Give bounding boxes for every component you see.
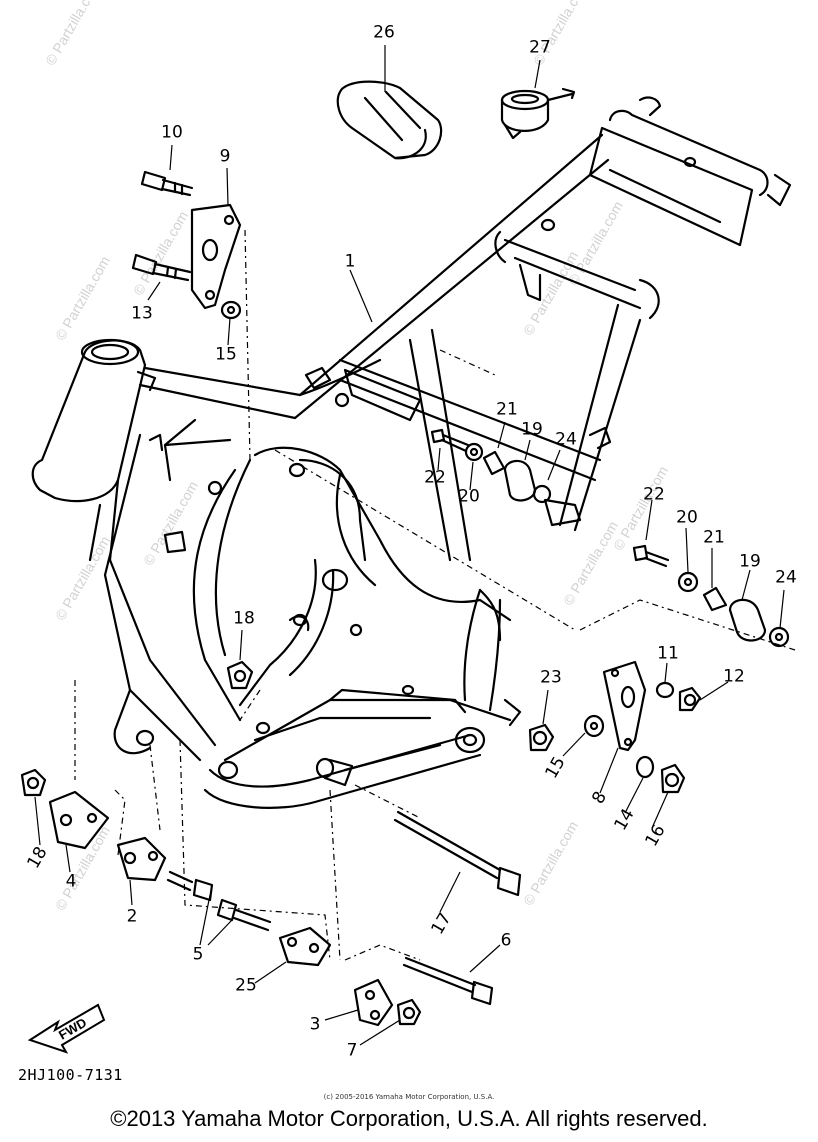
callout-18: 18: [233, 608, 255, 629]
callout-22: 22: [643, 484, 665, 505]
nut-part: [396, 998, 422, 1026]
long-bolt-part: [393, 810, 522, 897]
washer-part: [583, 714, 605, 738]
bolt-part: [131, 253, 192, 282]
callout-19: 19: [521, 419, 543, 440]
callout-6: 6: [500, 930, 512, 951]
callout-25: 25: [235, 975, 257, 996]
callout-10: 10: [161, 122, 183, 143]
washer-part: [220, 300, 242, 320]
callout-19: 19: [739, 551, 761, 572]
nut-part: [226, 660, 254, 690]
small-bracket-part: [353, 978, 394, 1027]
engine-plate-part: [48, 790, 110, 850]
engine-plate-part: [278, 926, 332, 967]
nut-part: [678, 686, 702, 712]
callout-24: 24: [555, 429, 577, 450]
forward-direction-arrow: [27, 1003, 106, 1054]
nut-part: [528, 723, 555, 752]
copyright-notice: ©2013 Yamaha Motor Corporation, U.S.A. A…: [110, 1106, 708, 1131]
callout-7: 7: [346, 1040, 358, 1061]
clamp-part: [500, 87, 576, 140]
bolt-part: [402, 956, 494, 1006]
callout-5: 5: [192, 944, 204, 965]
callout-21: 21: [703, 527, 725, 548]
callout-15: 15: [215, 344, 237, 365]
mount-bushing-group-right: [632, 544, 790, 648]
mount-bushing-group-upper: [430, 428, 552, 504]
callout-27: 27: [529, 37, 551, 58]
callout-12: 12: [723, 666, 745, 687]
rubber-pad-part: [336, 80, 443, 160]
engine-plate-part: [116, 836, 167, 882]
callout-2: 2: [126, 906, 138, 927]
diagram-part-code: 2HJ100-7131: [18, 1066, 123, 1084]
callout-23: 23: [540, 667, 562, 688]
nut-part: [20, 768, 47, 797]
nut-part: [660, 763, 686, 794]
callout-26: 26: [373, 22, 395, 43]
callout-20: 20: [458, 486, 480, 507]
washer-part: [635, 755, 655, 779]
callout-11: 11: [657, 643, 679, 664]
bolt-part: [166, 870, 272, 932]
callout-22: 22: [424, 467, 446, 488]
washer-part: [655, 681, 675, 699]
engine-bracket-rear-part: [602, 660, 647, 752]
callout-9: 9: [219, 146, 231, 167]
callout-24: 24: [775, 567, 797, 588]
callout-1: 1: [344, 251, 356, 272]
callout-4: 4: [65, 871, 77, 892]
callout-3: 3: [309, 1014, 321, 1035]
callout-13: 13: [131, 303, 153, 324]
bolt-part: [140, 170, 194, 197]
callout-20: 20: [676, 507, 698, 528]
small-copyright: (c) 2005-2016 Yamaha Motor Corporation, …: [323, 1093, 495, 1101]
main-frame-part: [31, 96, 792, 809]
callout-21: 21: [496, 399, 518, 420]
engine-bracket-upper-part: [190, 203, 242, 310]
